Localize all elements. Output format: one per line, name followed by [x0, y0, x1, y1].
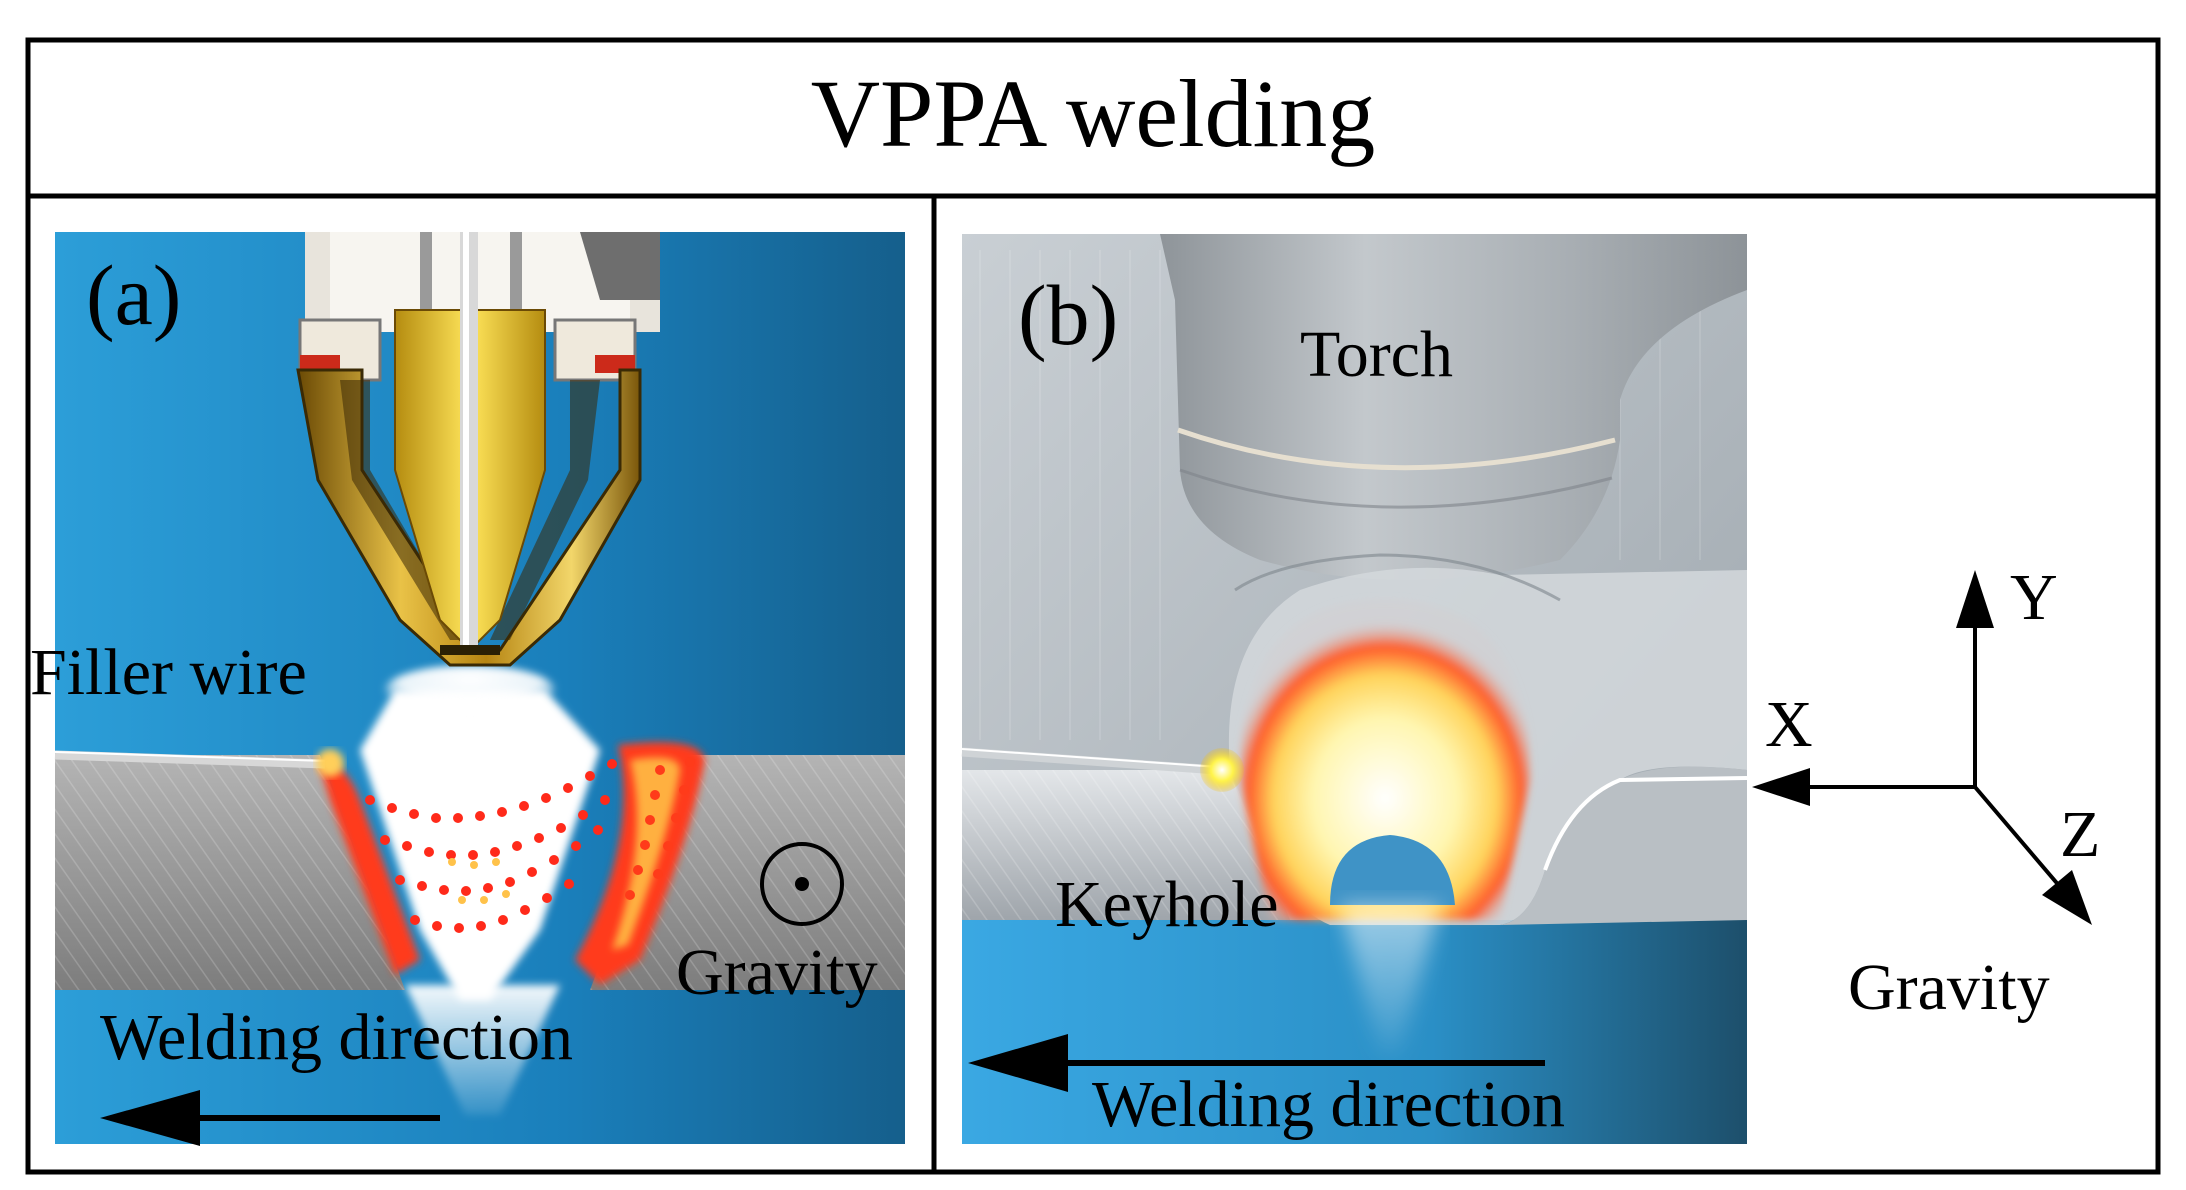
panel-a-tag: (a): [86, 247, 182, 343]
panel-a-filler-wire-label: Filler wire: [30, 636, 307, 709]
x-axis-arrowhead: [1752, 768, 1810, 806]
panel-b-torch-label: Torch: [1300, 318, 1453, 391]
coordinate-axes: [1752, 570, 2092, 925]
y-axis-label: Y: [2010, 561, 2058, 634]
z-axis-arrowhead: [2042, 870, 2092, 925]
panel-a-illustration: [54, 232, 905, 1146]
panel-a-torch: [296, 232, 660, 667]
x-axis-label: X: [1765, 688, 1813, 761]
panel-b-tag: (b): [1018, 267, 1119, 363]
panel-b-plasma-arc: [1234, 553, 1561, 1055]
panel-a-plasma-arc: [360, 665, 600, 1115]
panel-a-weld-pool: [318, 742, 705, 985]
panel-a-gravity-label: Gravity: [676, 936, 878, 1009]
panel-a-filler-wire: [54, 749, 344, 777]
z-axis: [1973, 785, 2069, 897]
panel-a-gravity-symbol: [760, 842, 844, 926]
panel-b-keyhole-label: Keyhole: [1055, 868, 1279, 941]
panel-b-torch: [1160, 234, 1747, 580]
panel-a-direction-arrow: [100, 1090, 440, 1146]
z-axis-label: Z: [2060, 798, 2101, 871]
page-title: VPPA welding: [810, 60, 1376, 167]
panel-b-filler-wire: [961, 747, 1244, 792]
outer-frame: [25, 37, 2161, 1175]
panel-b-direction-arrow: [968, 1034, 1545, 1092]
panel-a-direction-label: Welding direction: [100, 1001, 574, 1074]
panel-b-direction-label: Welding direction: [1092, 1068, 1566, 1141]
panel-b-illustration: [961, 234, 1748, 1144]
axes-gravity-label: Gravity: [1848, 951, 2050, 1024]
y-axis-arrowhead: [1956, 570, 1994, 628]
